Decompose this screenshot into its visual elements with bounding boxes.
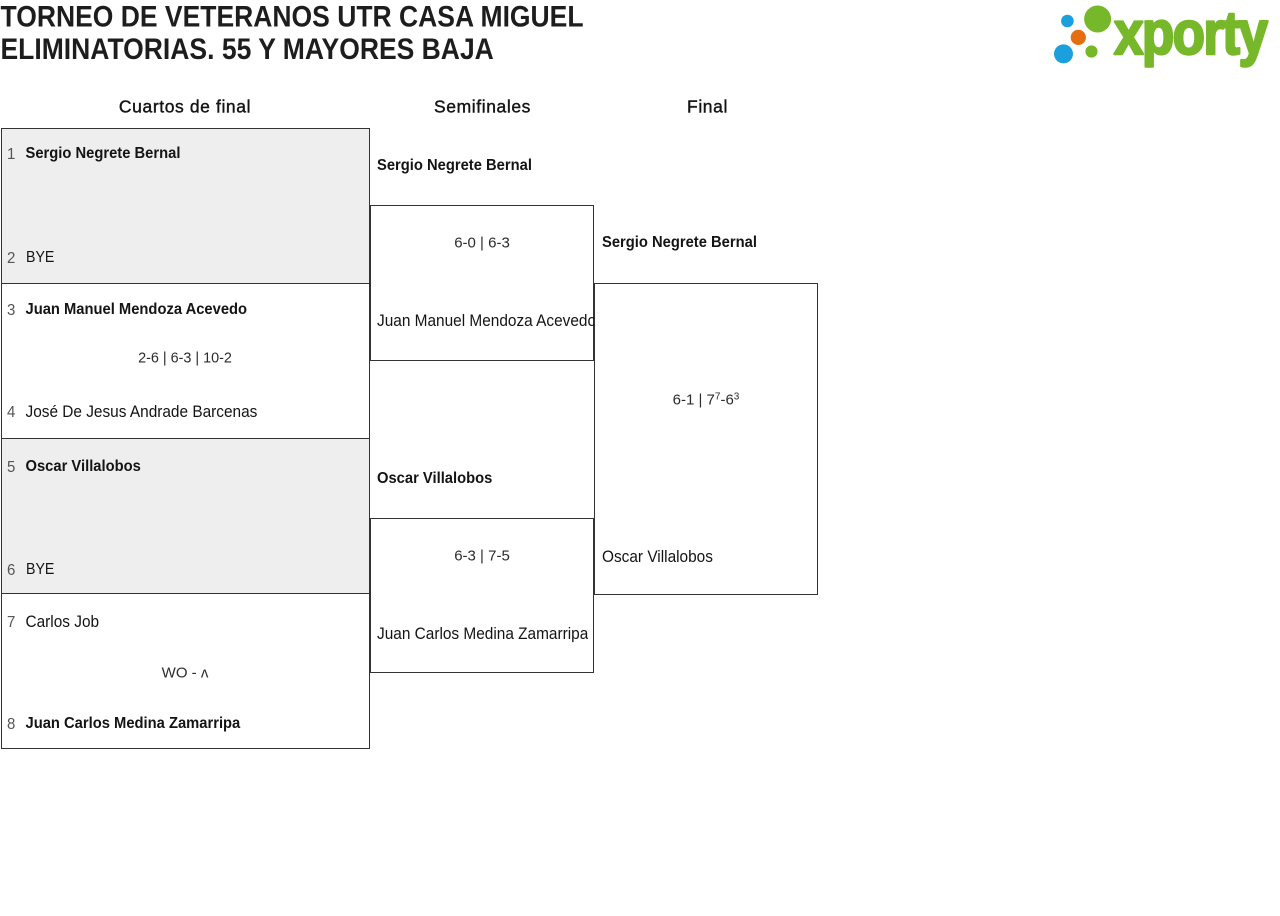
svg-text:xporty: xporty: [1114, 0, 1268, 68]
